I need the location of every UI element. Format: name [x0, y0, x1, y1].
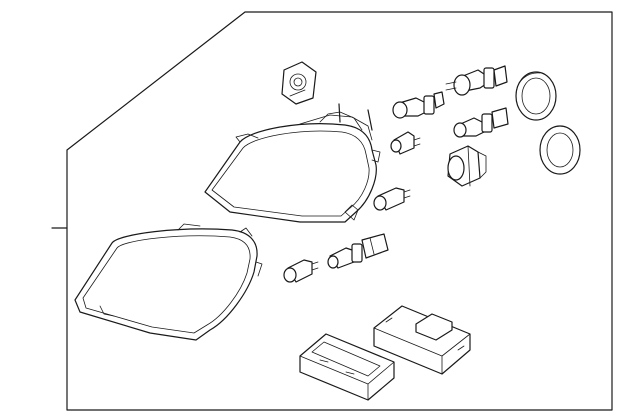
- diagram-frame: [51, 11, 613, 411]
- side-marker-bulb[interactable]: [283, 259, 319, 283]
- halogen-bulb-small[interactable]: [453, 107, 509, 138]
- amber-bulb[interactable]: [373, 187, 411, 211]
- rubber-seal-ring[interactable]: [515, 71, 557, 121]
- lens-cover[interactable]: [74, 223, 263, 341]
- headlamp-assembly[interactable]: [204, 103, 381, 223]
- twist-socket[interactable]: [447, 145, 487, 187]
- cap-seal-ring[interactable]: [539, 125, 581, 175]
- halogen-bulb-large[interactable]: [445, 65, 508, 96]
- wedge-bulb-upper[interactable]: [390, 131, 421, 155]
- control-unit[interactable]: [299, 333, 395, 401]
- side-bulb-with-socket[interactable]: [327, 233, 389, 269]
- xenon-ballast-module[interactable]: [373, 305, 471, 375]
- halogen-bulb-h7[interactable]: [392, 91, 445, 119]
- bulb-socket[interactable]: [281, 61, 317, 105]
